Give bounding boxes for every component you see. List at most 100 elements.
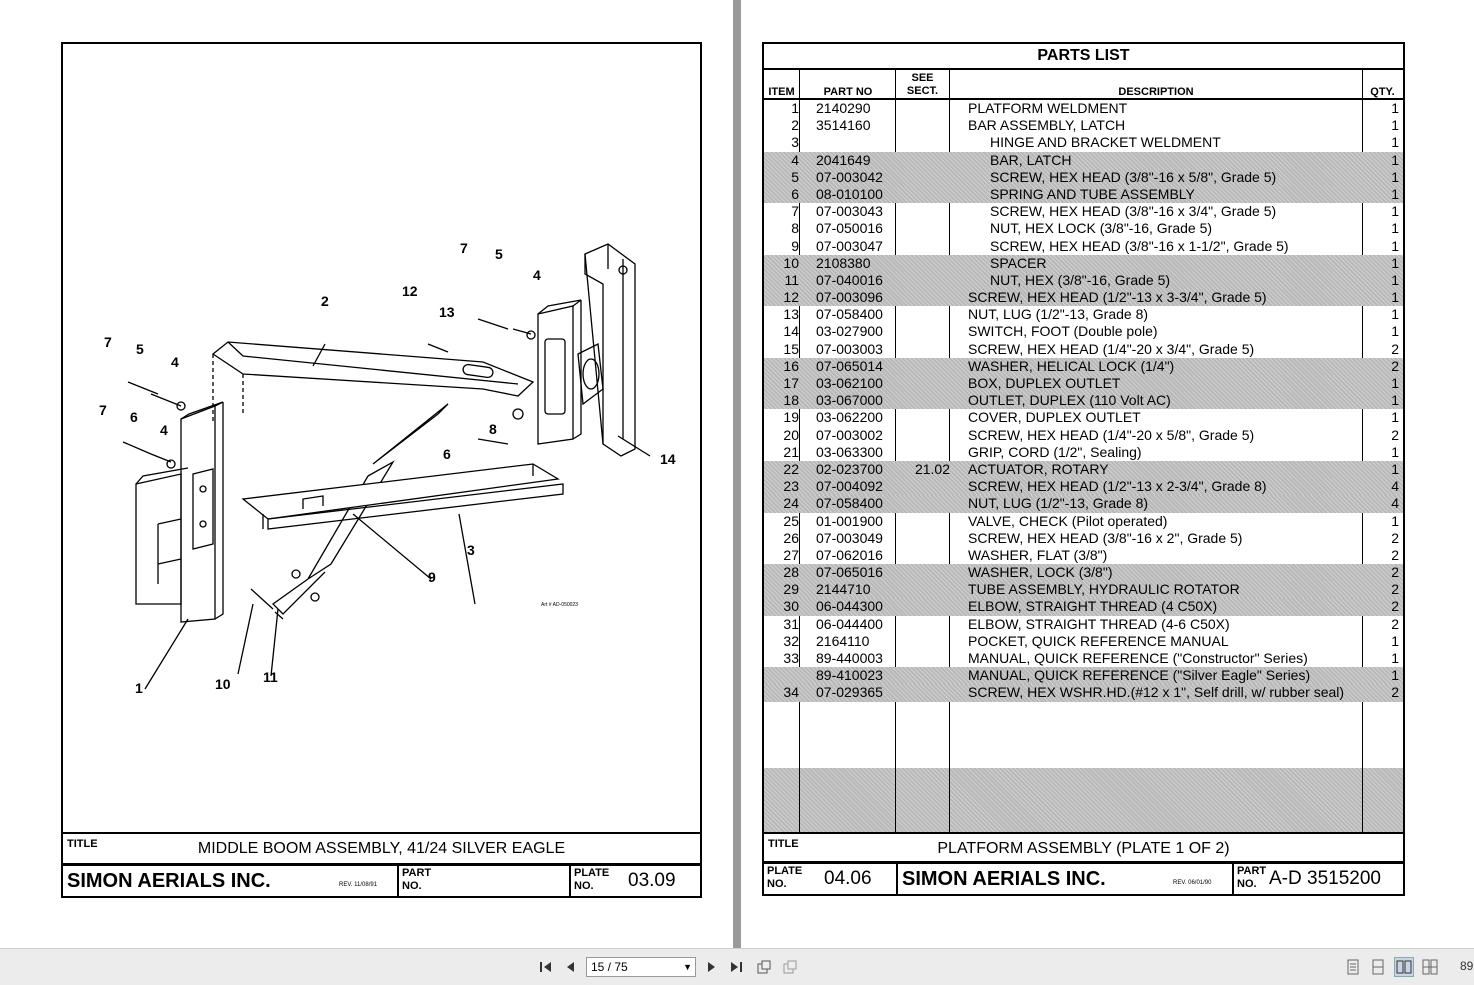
- item-cell: 34: [783, 684, 799, 701]
- item-cell: 9: [791, 237, 799, 254]
- last-page-icon[interactable]: [726, 957, 746, 977]
- part-no-cell: 07-003042: [816, 168, 883, 185]
- callout-1: 1: [135, 680, 143, 696]
- item-cell: 29: [783, 581, 799, 598]
- description-cell: SCREW, HEX HEAD (3/8"-16 x 1-1/2", Grade…: [990, 237, 1289, 254]
- item-cell: 18: [783, 392, 799, 409]
- item-cell: 16: [783, 357, 799, 374]
- callout-7c: 7: [460, 240, 468, 256]
- part-no-cell: 3514160: [816, 117, 871, 134]
- callout-6b: 6: [443, 446, 451, 462]
- description-cell: WASHER, FLAT (3/8"): [968, 546, 1108, 563]
- facing-icon[interactable]: [1394, 957, 1414, 977]
- callout-11: 11: [263, 669, 278, 685]
- qty-cell: 1: [1391, 220, 1399, 237]
- right-title: PLATFORM ASSEMBLY (PLATE 1 OF 2): [937, 840, 1230, 857]
- left-part-cell: PART NO.: [399, 866, 571, 896]
- callout-3: 3: [467, 542, 475, 558]
- qty-cell: 4: [1391, 478, 1399, 495]
- continuous-icon[interactable]: [1368, 957, 1388, 977]
- qty-cell: 2: [1391, 598, 1399, 615]
- part-no-cell: 07-029365: [816, 684, 883, 701]
- first-page-icon[interactable]: [536, 957, 556, 977]
- chevron-down-icon[interactable]: ▼: [683, 962, 692, 972]
- qty-cell: 2: [1391, 581, 1399, 598]
- parts-list-header: PARTS LIST: [764, 44, 1403, 70]
- right-part-cell: PART NO. A-D 3515200: [1234, 864, 1403, 894]
- next-page-icon[interactable]: [702, 957, 722, 977]
- item-cell: 12: [783, 289, 799, 306]
- facing-continuous-icon[interactable]: [1420, 957, 1440, 977]
- qty-cell: 4: [1391, 495, 1399, 512]
- page-number-input[interactable]: 15 / 75 ▼: [586, 957, 696, 977]
- fit-icon[interactable]: [780, 957, 800, 977]
- part-no-cell: 89-410023: [816, 667, 883, 684]
- callout-5a: 5: [136, 341, 144, 357]
- callout-12: 12: [402, 283, 418, 299]
- description-cell: ELBOW, STRAIGHT THREAD (4 C50X): [968, 598, 1218, 615]
- callout-5b: 5: [495, 246, 503, 262]
- item-cell: 2: [791, 117, 799, 134]
- description-cell: SCREW, HEX HEAD (1/2"-13 x 3-3/4", Grade…: [968, 289, 1267, 306]
- item-cell: 15: [783, 340, 799, 357]
- callout-4a: 4: [171, 354, 179, 370]
- single-page-icon[interactable]: [1343, 957, 1363, 977]
- description-cell: POCKET, QUICK REFERENCE MANUAL: [968, 632, 1229, 649]
- description-cell: NUT, LUG (1/2"-13, Grade 8): [968, 306, 1149, 323]
- right-bottom-row: PLATE NO. 04.06 SIMON AERIALS INC. REV. …: [764, 861, 1403, 894]
- left-title-label: TITLE: [67, 838, 98, 850]
- item-cell: 22: [783, 460, 799, 477]
- callout-4c: 4: [533, 267, 541, 283]
- zoom-level[interactable]: 89: [1460, 959, 1474, 973]
- item-cell: 17: [783, 375, 799, 391]
- part-no-cell: 07-004092: [816, 478, 883, 495]
- qty-cell: 1: [1391, 271, 1399, 288]
- qty-cell: 1: [1391, 323, 1399, 340]
- rotate-icon[interactable]: [754, 957, 774, 977]
- description-cell: VALVE, CHECK (Pilot operated): [968, 512, 1168, 529]
- left-page: 1 2 3 4 4 4 5 5 6 6 7 7 7 8 9 10 11 12 1…: [0, 0, 733, 948]
- right-company-cell: SIMON AERIALS INC. REV. 06/01/90: [898, 864, 1234, 894]
- left-part-label: PART: [402, 867, 432, 879]
- qty-cell: 2: [1391, 426, 1399, 443]
- item-cell: 33: [783, 650, 799, 666]
- part-no-cell: 03-027900: [816, 323, 883, 340]
- right-plate-cell: PLATE NO. 04.06: [764, 864, 898, 894]
- description-cell: BAR ASSEMBLY, LATCH: [968, 117, 1126, 134]
- prev-page-icon[interactable]: [560, 957, 580, 977]
- part-no-cell: 07-058400: [816, 495, 883, 512]
- description-cell: TUBE ASSEMBLY, HYDRAULIC ROTATOR: [968, 581, 1240, 598]
- description-cell: SPRING AND TUBE ASSEMBLY: [990, 185, 1195, 202]
- description-cell: SCREW, HEX HEAD (3/8"-16 x 3/4", Grade 5…: [990, 203, 1277, 220]
- item-cell: 24: [783, 495, 799, 512]
- see-sect-cell: 21.02: [914, 460, 950, 477]
- callout-10: 10: [215, 676, 231, 692]
- item-cell: 28: [783, 564, 799, 581]
- qty-cell: 1: [1391, 151, 1399, 168]
- qty-cell: 2: [1391, 340, 1399, 357]
- description-cell: GRIP, CORD (1/2", Sealing): [968, 443, 1142, 460]
- description-cell: SPACER: [990, 254, 1047, 271]
- description-cell: ELBOW, STRAIGHT THREAD (4-6 C50X): [968, 615, 1230, 632]
- description-cell: NUT, HEX (3/8"-16, Grade 5): [990, 271, 1171, 288]
- part-no-cell: 07-058400: [816, 306, 883, 323]
- qty-cell: 1: [1391, 392, 1399, 409]
- item-cell: 31: [783, 615, 799, 632]
